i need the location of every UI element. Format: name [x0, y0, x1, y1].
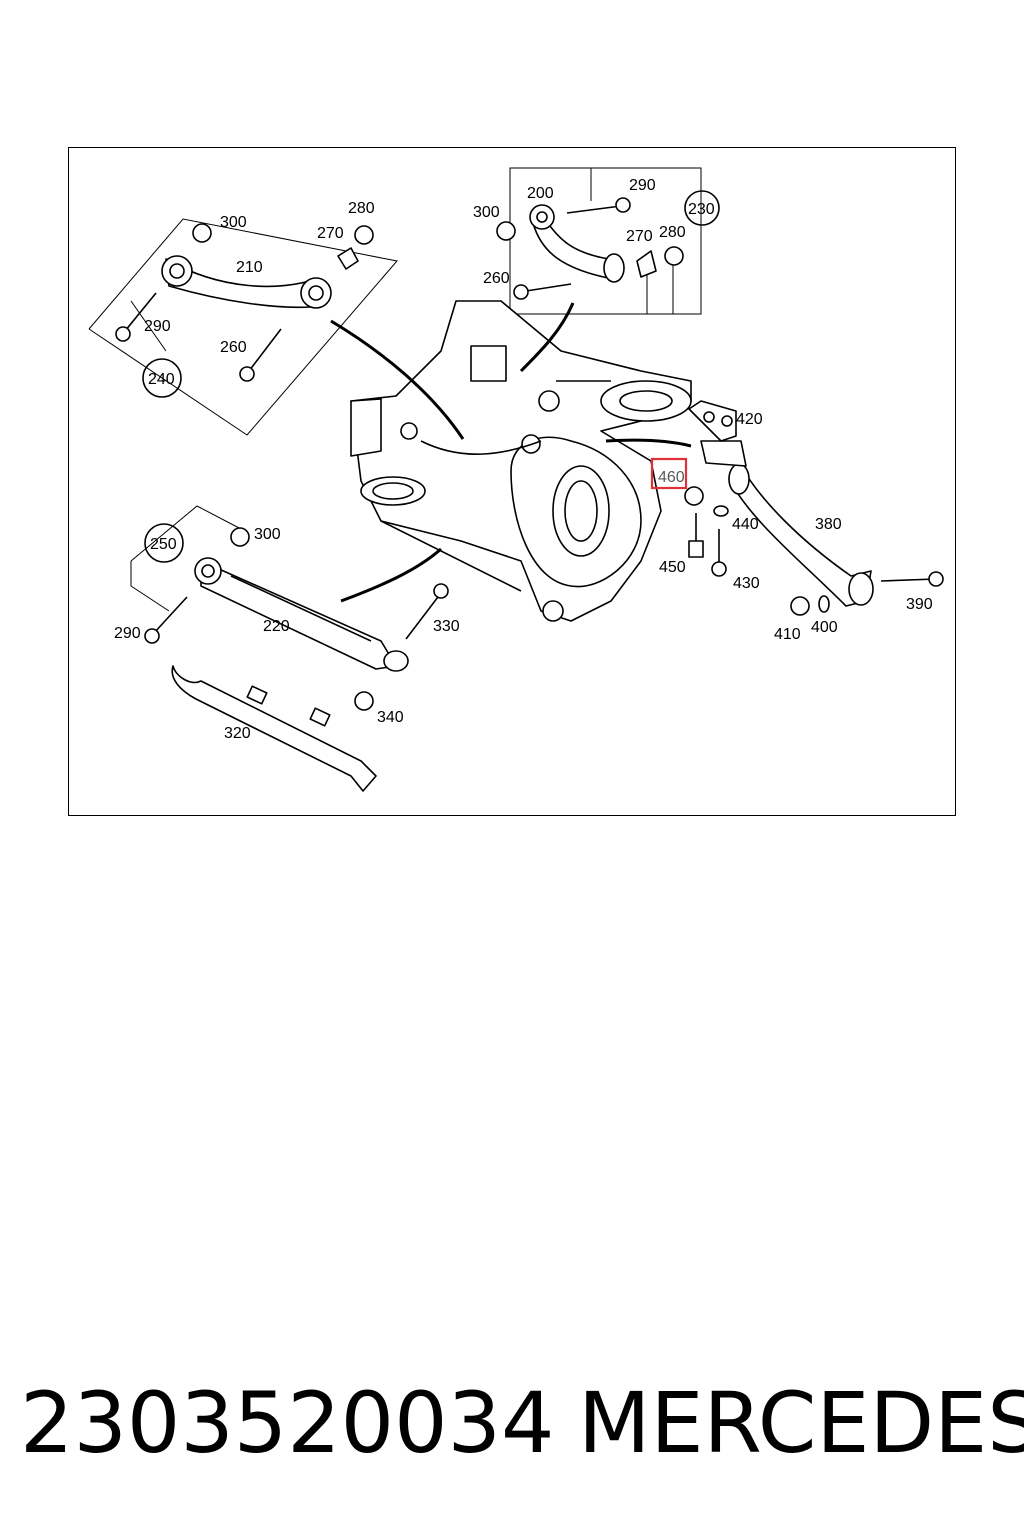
callout-230: 230: [688, 201, 715, 218]
control-arm-200: [529, 204, 625, 283]
callout-240: 240: [148, 371, 175, 388]
callout-290: 290: [114, 625, 141, 642]
control-arm-220: [194, 557, 409, 672]
callout-340: 340: [377, 709, 404, 726]
callout-380: 380: [815, 516, 842, 533]
footer-caption: 2303520034 MERCEDES: [20, 1368, 1024, 1478]
callout-280: 280: [659, 224, 686, 241]
callout-450: 450: [659, 559, 686, 576]
callout-circle-230: [684, 190, 720, 226]
group-bracket-240: [88, 218, 398, 436]
callout-280: 280: [348, 200, 375, 217]
callout-400: 400: [811, 619, 838, 636]
group-bracket-230: [509, 167, 702, 315]
callout-320: 320: [224, 725, 251, 742]
callout-420: 420: [736, 411, 763, 428]
rear-axle-exploded-view: 300 280 270 210 290 260 240 200 290 230 …: [88, 167, 944, 792]
callout-270: 270: [626, 228, 653, 245]
callout-300: 300: [473, 204, 500, 221]
callout-circle-240: [142, 358, 182, 398]
callout-440: 440: [732, 516, 759, 533]
callout-circle-250: [144, 523, 184, 563]
callout-430: 430: [733, 575, 760, 592]
callout-300: 300: [254, 526, 281, 543]
callout-390: 390: [906, 596, 933, 613]
assembly-arrows: [330, 302, 692, 603]
highlight-box-460: [650, 457, 688, 490]
wheel-carrier-assembly: [350, 300, 692, 622]
group-bracket-250: [130, 505, 242, 612]
callout-220: 220: [263, 618, 290, 635]
callout-250: 250: [150, 536, 177, 553]
callout-260: 260: [220, 339, 247, 356]
heat-shield-320: [171, 665, 377, 792]
callout-200: 200: [527, 185, 554, 202]
parts-diagram: 300 280 270 210 290 260 240 200 290 230 …: [68, 147, 956, 816]
bolts: [115, 197, 944, 644]
callout-460-highlighted: 460: [658, 469, 685, 486]
callout-210: 210: [236, 259, 263, 276]
callout-410: 410: [774, 626, 801, 643]
nuts-washers: [192, 221, 830, 711]
control-arm-380: [700, 440, 874, 607]
callout-330: 330: [433, 618, 460, 635]
callout-300: 300: [220, 214, 247, 231]
callout-260: 260: [483, 270, 510, 287]
control-arm-210: [161, 255, 332, 309]
callout-290: 290: [629, 177, 656, 194]
callout-290: 290: [144, 318, 171, 335]
callout-270: 270: [317, 225, 344, 242]
brand-name: MERCEDES: [578, 1374, 1024, 1472]
part-number: 2303520034: [20, 1374, 555, 1472]
